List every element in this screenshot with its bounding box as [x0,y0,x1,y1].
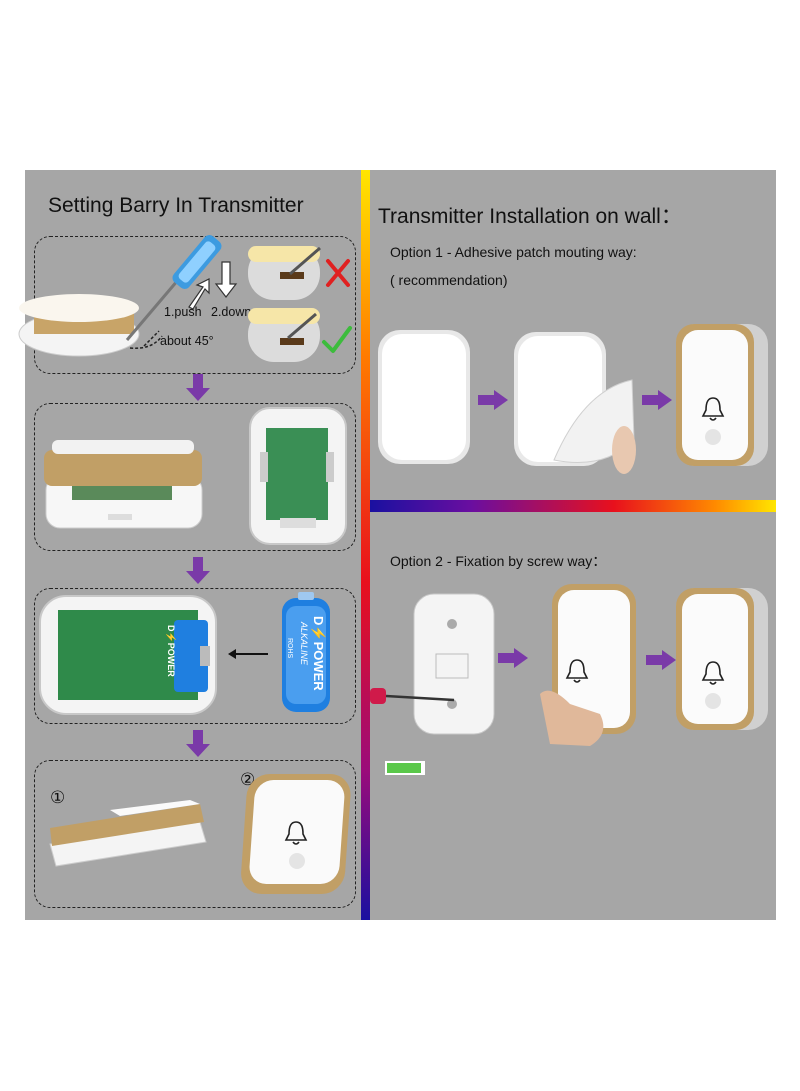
back-plate [378,330,470,464]
opened-transmitter-top [249,407,347,545]
right-title: Transmitter Installation on wall： [378,205,682,228]
down-arrow-icon [214,261,238,298]
screwdriver-icon [370,688,455,704]
cross-icon [326,259,350,287]
transmitter-button-hole [289,853,305,869]
opened-transmitter-side [44,440,203,529]
bell-icon [565,659,589,683]
option1-note: ( recommendation) [390,272,508,288]
mounted-transmitter-1 [676,324,768,466]
vertical-gradient-divider [361,170,370,920]
battery-rohs: ROHS [286,638,293,659]
step3-frame [34,588,356,724]
arrow-left-icon [228,649,268,659]
push-arrow-icon [188,278,210,310]
option2-title: Option 2 - Fixation by screw way： [390,553,607,569]
arrow-right-icon [478,390,508,410]
bell-icon [701,397,725,421]
arrow-down-icon [186,730,210,757]
check-icon [322,326,352,353]
transmitter-front [241,774,351,894]
battery-type: ALKALINE [299,622,309,666]
mounted-transmitter-2 [676,588,768,730]
option1-title: Option 1 - Adhesive patch mouting way: [390,244,637,260]
transmitter-button-hole [705,429,721,445]
battery-icon [282,592,330,712]
transmitter-button-hole [705,693,721,709]
bell-icon [284,821,308,845]
left-title: Setting Barry In Transmitter [48,194,304,217]
angle-label: about 45° [160,334,214,348]
adhesive-patch [514,332,636,474]
right-method-inset [248,308,320,362]
green-bar [385,761,425,775]
battery-compartment [39,595,217,715]
closing-transmitter [49,800,207,867]
screwdriver-icon [125,235,222,341]
wrong-method-inset [248,246,321,300]
arrow-right-icon [498,648,528,668]
bell-icon [701,661,725,685]
down-label: 2.down [211,305,252,319]
step4-mark-1: ① [50,788,66,807]
screw-back-plate [413,593,495,735]
arrow-right-icon [642,390,672,410]
step2-frame [34,403,356,551]
battery-brand: D⚡POWER [311,616,326,691]
arrow-down-icon [186,557,210,584]
push-label: 1.push [164,305,202,319]
horizontal-gradient-divider [370,500,776,512]
inserted-battery-label: D⚡POWER [166,625,176,677]
step4-frame [34,760,356,908]
arrow-right-icon [646,650,676,670]
arrow-down-icon [186,374,210,401]
step1-illustration [18,294,163,357]
hand-held-transmitter [540,584,636,746]
